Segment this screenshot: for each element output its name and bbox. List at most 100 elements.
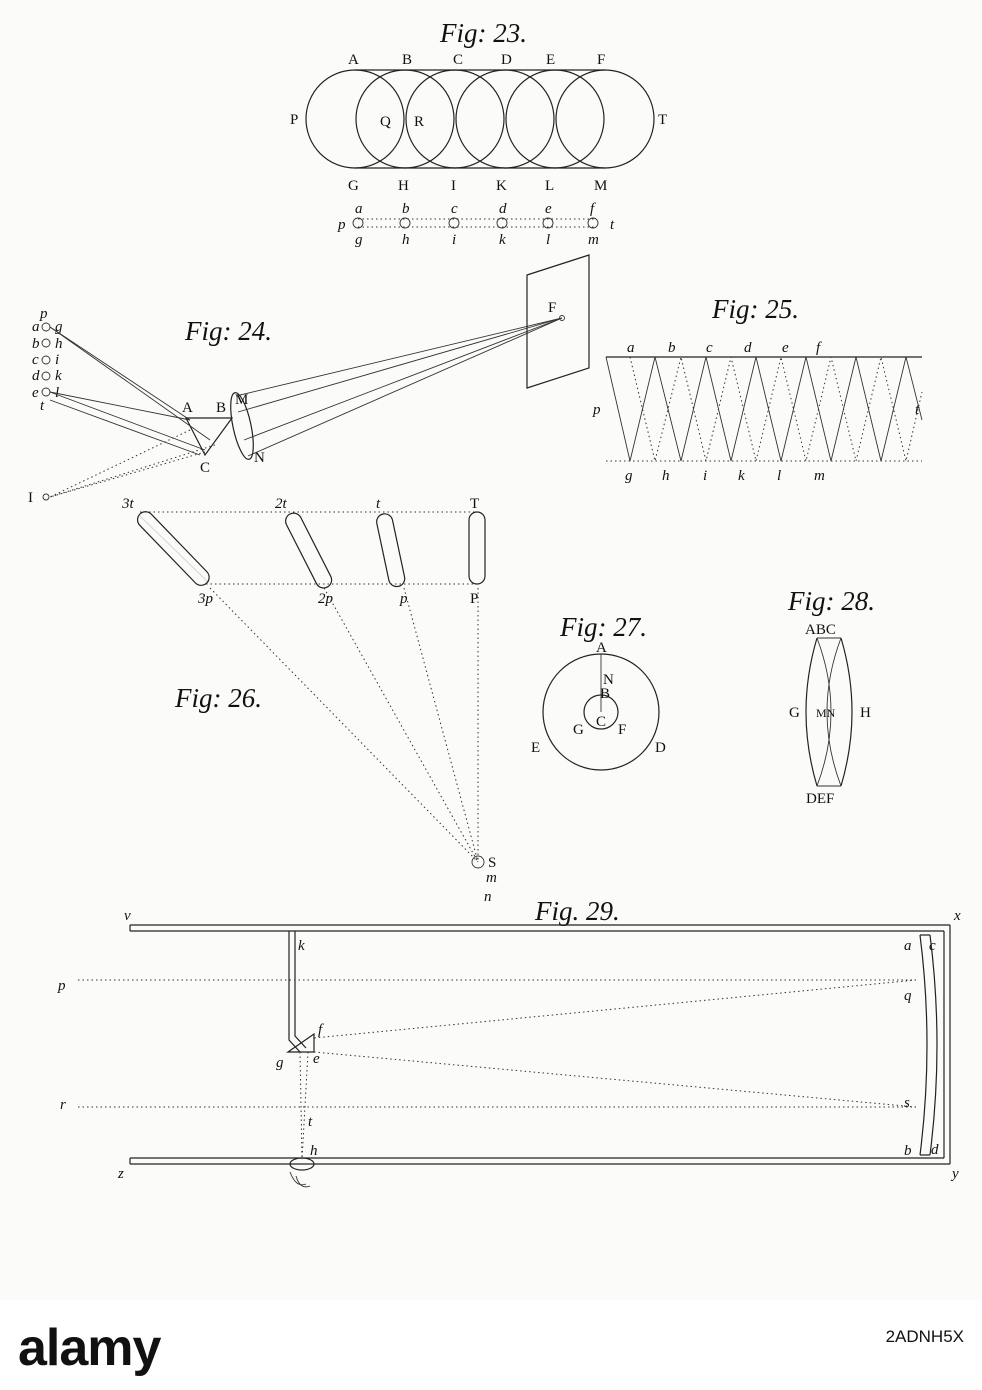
fig23-label: R	[414, 114, 424, 130]
fig24-label: d	[32, 368, 40, 384]
fig24-focus-point	[559, 315, 565, 321]
fig23-small-circle	[587, 217, 599, 229]
fig23-label: G	[348, 178, 359, 194]
fig29-label: q	[904, 988, 912, 1004]
fig24-label: b	[32, 336, 40, 352]
fig23-small-label: b	[402, 201, 410, 217]
fig24: Fig: 24. p a b c d e t g h i k l A B C M…	[28, 254, 590, 506]
fig29-reflected-ray	[301, 1051, 309, 1161]
fig24-virtual-ray	[49, 444, 216, 498]
fig26: Fig: 26. 3t 2t t T 3p 2p p P S m n	[121, 496, 497, 905]
fig23-label: T	[658, 112, 667, 128]
fig24-spectrum-dot	[41, 371, 51, 381]
fig26-label: 3t	[121, 496, 135, 512]
fig29-title: Fig. 29.	[534, 896, 620, 926]
fig27-label: G	[573, 722, 584, 738]
fig29-label: y	[950, 1166, 959, 1182]
fig24-label: e	[32, 385, 39, 401]
fig25-label: b	[668, 340, 676, 356]
fig23-label: A	[348, 52, 359, 68]
fig23-small-circle	[352, 217, 364, 229]
fig24-screen	[526, 254, 590, 389]
fig25-label: c	[706, 340, 713, 356]
fig24-ray	[49, 399, 201, 456]
fig25-label: k	[738, 468, 745, 484]
fig24-title: Fig: 24.	[184, 316, 272, 346]
fig23-small-circle	[542, 217, 554, 229]
fig26-label: T	[470, 496, 479, 512]
fig26-label: S	[488, 855, 496, 871]
fig29-label: e	[313, 1051, 320, 1067]
fig23-label: C	[453, 52, 463, 68]
fig23-label: E	[546, 52, 555, 68]
fig24-ray	[235, 317, 563, 397]
fig23-small-label: k	[499, 232, 506, 248]
optics-figures-plate: Fig: 23. A B C D E F G H I K L M P T Q R…	[28, 18, 961, 1188]
fig28-title: Fig: 28.	[787, 586, 875, 616]
stock-footer-band	[0, 1300, 982, 1390]
fig28-lens-outer-right	[840, 637, 853, 787]
fig29-small-prism	[286, 1032, 315, 1053]
fig26-star	[471, 855, 485, 869]
fig24-label: F	[548, 300, 556, 316]
fig23-small-label: d	[499, 201, 507, 217]
fig26-label: 2t	[275, 496, 288, 512]
engraving-plate: Fig: 23. A B C D E F G H I K L M P T Q R…	[28, 18, 961, 1188]
fig24-ray	[243, 317, 563, 441]
fig29-eye	[289, 1171, 311, 1188]
fig29-label: r	[60, 1097, 66, 1113]
fig29-label: s	[904, 1095, 910, 1111]
fig26-label: P	[470, 591, 478, 607]
fig29: Fig. 29. v x k a c p	[57, 896, 961, 1188]
fig25-label: a	[627, 340, 635, 356]
fig29-label: b	[904, 1143, 912, 1159]
fig25-label: p	[592, 402, 601, 418]
fig23-circle	[505, 69, 605, 169]
fig24-virtual-ray	[49, 451, 206, 498]
fig23-label: F	[597, 52, 605, 68]
fig23-label: I	[451, 178, 456, 194]
fig26-label: t	[376, 496, 381, 512]
fig23-small-label: l	[546, 232, 550, 248]
fig23: Fig: 23. A B C D E F G H I K L M P T Q R…	[290, 18, 667, 248]
image-id: 2ADNH5X	[885, 1327, 964, 1346]
fig26-label: m	[486, 870, 497, 886]
fig23-small-label: t	[610, 217, 615, 233]
fig25-label: l	[777, 468, 781, 484]
fig25-label: m	[814, 468, 825, 484]
fig23-label: H	[398, 178, 409, 194]
fig23-label: P	[290, 112, 298, 128]
fig29-label: f	[318, 1022, 324, 1038]
fig26-label: 2p	[318, 591, 334, 607]
fig28-lens-inner-right	[826, 637, 842, 787]
fig25-label: h	[662, 468, 670, 484]
fig25-label: g	[625, 468, 633, 484]
fig23-label: M	[594, 178, 607, 194]
fig23-label: Q	[380, 114, 391, 130]
fig24-ray	[247, 317, 563, 457]
fig29-label: c	[929, 938, 936, 954]
fig25-label: e	[782, 340, 789, 356]
fig26-image-3t3p	[136, 511, 210, 586]
fig23-circle	[355, 69, 455, 169]
fig27-label: F	[618, 722, 626, 738]
fig23-circle	[455, 69, 555, 169]
fig24-label: t	[40, 398, 45, 414]
fig26-image-shadow	[139, 515, 209, 583]
fig24-ray	[237, 317, 563, 413]
fig23-small-label: c	[451, 201, 458, 217]
fig26-label: n	[484, 889, 492, 905]
fig27-label: C	[596, 714, 606, 730]
fig25-zigzag-dotted	[629, 356, 923, 462]
fig29-eyepiece	[289, 1157, 315, 1171]
fig26-ray	[403, 587, 479, 863]
fig27-label: E	[531, 740, 540, 756]
fig24-label: c	[32, 352, 39, 368]
fig27-label: A	[596, 640, 607, 656]
fig26-image-TP	[468, 511, 486, 585]
fig23-small-circle	[496, 217, 508, 229]
fig24-spectrum-dot	[41, 387, 51, 397]
fig24-ray	[49, 391, 191, 421]
fig25-label: f	[816, 340, 822, 356]
fig29-support-arm	[294, 931, 307, 1049]
